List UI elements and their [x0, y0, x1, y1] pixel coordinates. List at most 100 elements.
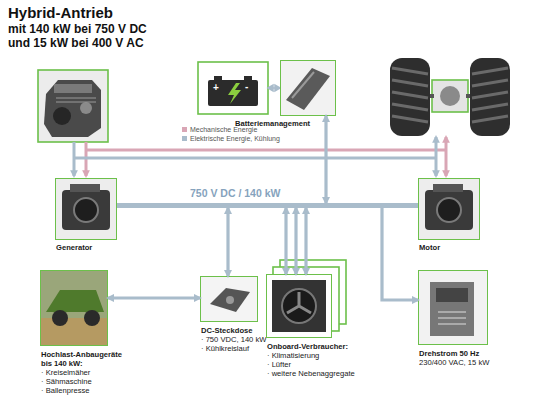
axle-drive-box — [432, 80, 468, 112]
bms-device — [286, 68, 330, 110]
bms-detail — [292, 72, 314, 98]
engine-block — [44, 80, 101, 137]
dc-socket-backdrop — [200, 276, 258, 322]
dc-bus-band: 750 V DC / 140 kW — [124, 203, 412, 208]
battery-plus: + — [213, 83, 219, 93]
text-group: DC-Steckdose· 750 VDC, 140 kW· Kühlkreis… — [201, 326, 265, 353]
legend-text: Elektrische Energie, Kühlung — [190, 134, 280, 143]
energy-connector — [304, 208, 307, 274]
mechanical-line — [86, 149, 446, 152]
battery-link-arrow — [268, 85, 280, 91]
dc-socket-box: DC-Steckdose· 750 VDC, 140 kW· Kühlkreis… — [200, 276, 258, 322]
dc-socket-device — [210, 288, 250, 312]
battery-terminal — [214, 76, 222, 80]
battery-terminal — [244, 76, 252, 80]
node-heading: DC-Steckdose — [201, 326, 265, 335]
node-heading: Motor — [419, 243, 489, 252]
text-group: 750 V DC / 140 kW — [190, 187, 320, 199]
implement-machine — [46, 290, 104, 312]
generator-flange — [74, 198, 98, 222]
energy-connector — [284, 208, 287, 274]
text-group: Generator — [56, 243, 126, 252]
engine-pulley — [53, 107, 71, 125]
legend-entry: Elektrische Energie, Kühlung — [182, 134, 322, 143]
fan-blades — [287, 292, 311, 313]
mechanical-arrow — [445, 137, 448, 176]
legend-entry: Mechanische Energie — [182, 125, 322, 134]
onboard-backdrop — [266, 274, 332, 338]
implement-box: Hochlast-Anbaugeräte bis 140 kW:· Kreise… — [40, 270, 108, 346]
battery-management-box: Batteriemanagement — [280, 60, 336, 116]
node-heading: Hochlast-Anbaugeräte bis 140 kW: — [41, 350, 127, 368]
radiator — [272, 280, 326, 332]
text-group: Motor — [419, 243, 489, 252]
text-group: Onboard-Verbraucher:· Klimatisierung· Lü… — [267, 342, 367, 378]
battery-box — [198, 62, 268, 114]
subtitle: und 15 kW bei 400 V AC — [8, 36, 144, 50]
node-detail: · Sähmaschine — [41, 377, 127, 386]
onboard-consumer-box: Onboard-Verbraucher:· Klimatisierung· Lü… — [266, 274, 332, 338]
energy-connector — [226, 208, 229, 276]
dc-socket-plug — [226, 296, 234, 304]
legend-swatch — [182, 127, 187, 132]
motor-flange — [437, 198, 461, 222]
legend-text: Mechanische Energie — [190, 125, 257, 134]
implement-photo — [40, 270, 108, 346]
generator-backdrop — [55, 178, 117, 240]
engine-ribs — [56, 98, 96, 102]
tyre-tread — [392, 68, 508, 122]
inverter-fins — [438, 312, 466, 324]
node-detail: · 750 VDC, 140 kW — [201, 335, 265, 344]
node-heading: 750 V DC / 140 kW — [190, 187, 320, 199]
axle-shaft — [430, 94, 470, 98]
energy-connector — [324, 116, 327, 203]
node-detail: · Kreiselmäher — [41, 368, 127, 377]
axle-gear — [440, 86, 460, 106]
engine-head — [54, 84, 92, 93]
node-heading: Generator — [56, 243, 126, 252]
motor-box: Motor — [418, 178, 480, 240]
implement-wheel — [52, 310, 68, 326]
inverter-housing — [430, 282, 474, 336]
lightning-symbol — [228, 83, 241, 104]
bms-backdrop — [280, 60, 336, 116]
subtitle: mit 140 kW bei 750 V DC — [8, 22, 147, 36]
three-phase-box: Drehstrom 50 Hz230/400 VAC, 15 kW — [418, 270, 488, 345]
node-detail: · Klimatisierung — [267, 351, 367, 360]
fan — [282, 289, 316, 323]
energy-connector — [117, 203, 124, 208]
implement-wheel — [84, 310, 100, 326]
node-heading: Drehstrom 50 Hz — [419, 349, 509, 358]
battery-body — [208, 80, 258, 106]
engine-box — [38, 70, 108, 142]
diagram-title: Hybrid-Antrieb — [8, 4, 113, 21]
motor-backdrop — [418, 178, 480, 240]
energy-connector — [294, 208, 297, 274]
node-detail: · weitere Nebenaggregate — [267, 369, 367, 378]
energy-connector — [412, 203, 418, 208]
electrical-arrow — [73, 142, 76, 176]
engine-part — [80, 102, 92, 114]
node-detail: 230/400 VAC, 15 kW — [419, 358, 509, 367]
inverter-backdrop — [418, 270, 488, 345]
node-detail: · Ballenpresse — [41, 386, 127, 395]
node-heading: Onboard-Verbraucher: — [267, 342, 367, 351]
energy-connector — [382, 208, 418, 300]
electrical-arrow — [435, 137, 438, 176]
energy-connector — [108, 296, 200, 299]
generator-housing — [62, 190, 110, 230]
text-group: Drehstrom 50 Hz230/400 VAC, 15 kW — [419, 349, 509, 367]
motor-housing — [425, 190, 473, 230]
inverter-panel — [436, 288, 468, 302]
node-detail: · Kühlkreislauf — [201, 344, 265, 353]
text-group: Hochlast-Anbaugeräte bis 140 kW:· Kreise… — [41, 350, 127, 395]
legend-swatch — [182, 136, 187, 141]
generator-terminal — [70, 184, 100, 192]
node-detail: · Lüfter — [267, 360, 367, 369]
battery-minus: - — [245, 82, 248, 92]
motor-terminal — [433, 184, 463, 192]
electrical-line — [74, 157, 436, 160]
